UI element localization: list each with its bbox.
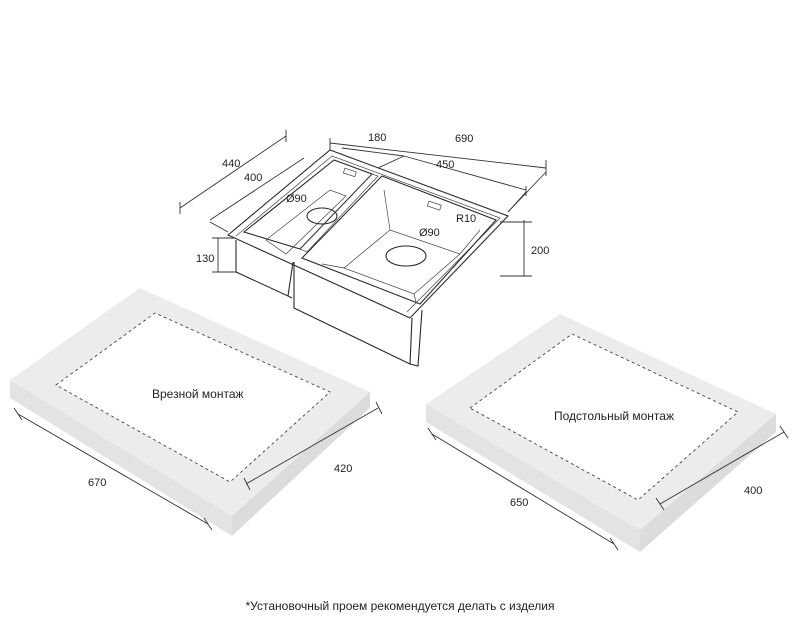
dim-large-bowl-width: 450 — [436, 159, 454, 171]
large-overflow — [426, 200, 442, 211]
small-drain — [306, 207, 338, 225]
sink-rim-inner — [235, 155, 501, 313]
small-bowl-body — [235, 240, 294, 299]
bowl-divider — [299, 173, 379, 253]
dim-bowl-depth: 400 — [244, 172, 262, 184]
sink-drawing — [226, 149, 509, 367]
undermount-width: 650 — [510, 497, 528, 509]
undermount-dimension-lines — [427, 425, 789, 551]
flush-mount-depth: 420 — [334, 463, 352, 475]
small-overflow — [342, 167, 357, 178]
large-bowl-walls — [293, 262, 423, 367]
flush-cutout-outline — [55, 312, 331, 483]
small-bowl-opening — [242, 159, 373, 250]
dim-large-bowl-height: 200 — [531, 245, 549, 257]
dim-small-bowl-width: 180 — [368, 132, 386, 144]
dim-total-width: 690 — [455, 133, 473, 145]
dim-large-drain: Ø90 — [419, 227, 440, 239]
flush-mount-width: 670 — [88, 477, 106, 489]
sink-dimension-lines — [179, 130, 547, 277]
dim-corner-radius: R10 — [456, 213, 476, 225]
large-bowl-opening — [301, 175, 497, 305]
sink-rim-outer — [226, 149, 509, 319]
flush-dimension-lines — [13, 401, 383, 531]
flush-mount-slab — [10, 288, 370, 536]
flush-mount-label: Врезной монтаж — [152, 387, 244, 401]
large-drain — [385, 245, 427, 267]
large-bowl-creases — [321, 189, 481, 303]
dim-small-drain: Ø90 — [286, 193, 307, 205]
undermount-cutout-outline — [469, 333, 739, 501]
undermount-label: Подстольный монтаж — [554, 409, 674, 423]
footnote: *Установочный проем рекомендуется делать… — [245, 599, 555, 613]
dim-total-depth: 440 — [222, 158, 240, 170]
undermount-slab — [426, 314, 776, 552]
small-bowl-floor — [265, 189, 347, 255]
dim-small-bowl-height: 130 — [196, 253, 214, 265]
undermount-depth: 400 — [744, 485, 762, 497]
